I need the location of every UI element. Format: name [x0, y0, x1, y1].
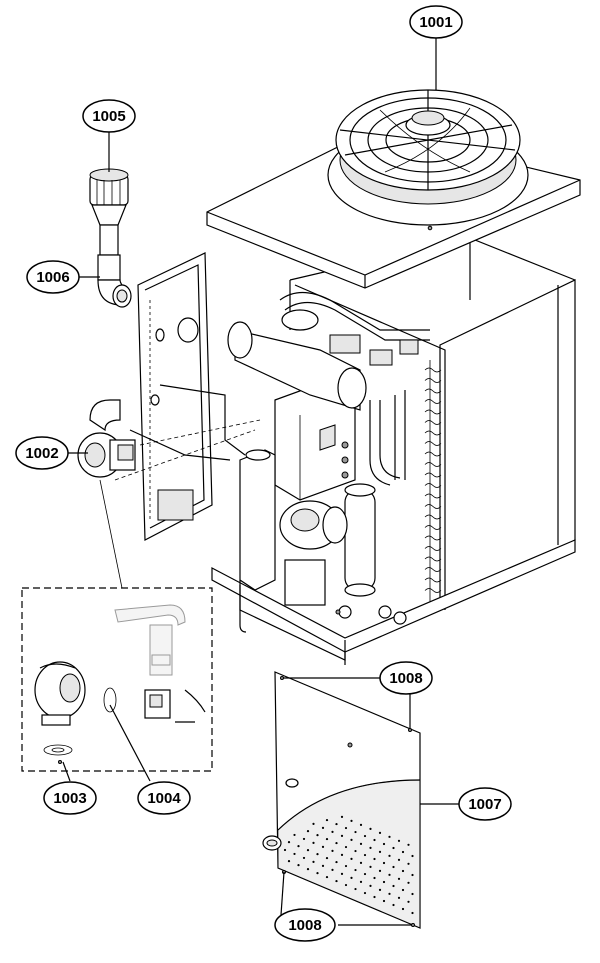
callout-label: 1001 — [419, 14, 452, 31]
callout-1008-top: 1008 — [379, 661, 433, 695]
callout-label: 1003 — [53, 790, 86, 807]
gas-line — [114, 384, 261, 481]
flue-elbow-1006 — [97, 254, 132, 308]
callout-label: 1007 — [468, 796, 501, 813]
callout-1008-bottom: 1008 — [274, 908, 336, 942]
front-grille-panel-1007 — [262, 671, 421, 929]
fan-assembly-1001 — [327, 89, 529, 226]
callout-label: 1004 — [147, 790, 181, 807]
side-access-panel — [137, 252, 213, 541]
callout-label: 1008 — [389, 670, 422, 687]
callout-1003: 1003 — [43, 781, 97, 815]
callout-label: 1005 — [92, 108, 125, 125]
callout-1006: 1006 — [26, 260, 80, 294]
callout-label: 1006 — [36, 269, 69, 286]
callout-label: 1008 — [288, 917, 321, 934]
flue-vent-1005 — [89, 168, 129, 256]
condenser-coil-fins — [424, 355, 442, 610]
callout-1002: 1002 — [15, 436, 69, 470]
callout-label: 1002 — [25, 445, 58, 462]
callout-1007: 1007 — [458, 787, 512, 821]
blower-detail-inset — [21, 479, 213, 772]
blower-assembly-1002 — [77, 399, 136, 478]
leader-lines — [62, 38, 459, 926]
callout-1004: 1004 — [137, 781, 191, 815]
callout-1005: 1005 — [82, 99, 136, 133]
callout-1001: 1001 — [409, 5, 463, 39]
internal-components — [227, 291, 430, 633]
unit-cabinet — [211, 237, 576, 665]
